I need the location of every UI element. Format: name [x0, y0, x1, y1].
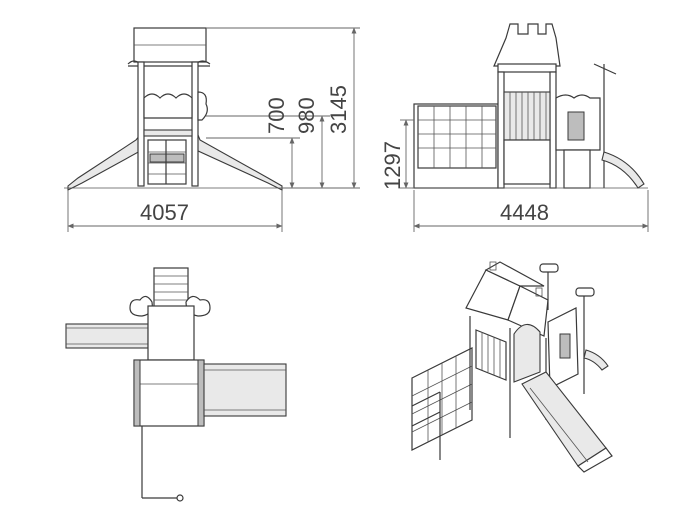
- dim-700: 700: [264, 97, 289, 134]
- side-view: [412, 23, 648, 189]
- dim-4448: 4448: [500, 200, 549, 225]
- dim-4057: 4057: [140, 200, 189, 225]
- dim-1297: 1297: [380, 141, 405, 190]
- isometric-view: [411, 261, 613, 473]
- side-dimensions: 1297 4448: [380, 119, 649, 232]
- front-dimensions: 700 980 3145 4057: [67, 27, 360, 232]
- dim-3145: 3145: [326, 85, 351, 134]
- dim-980: 980: [294, 97, 319, 134]
- front-view: [64, 27, 288, 191]
- top-view: [65, 267, 287, 502]
